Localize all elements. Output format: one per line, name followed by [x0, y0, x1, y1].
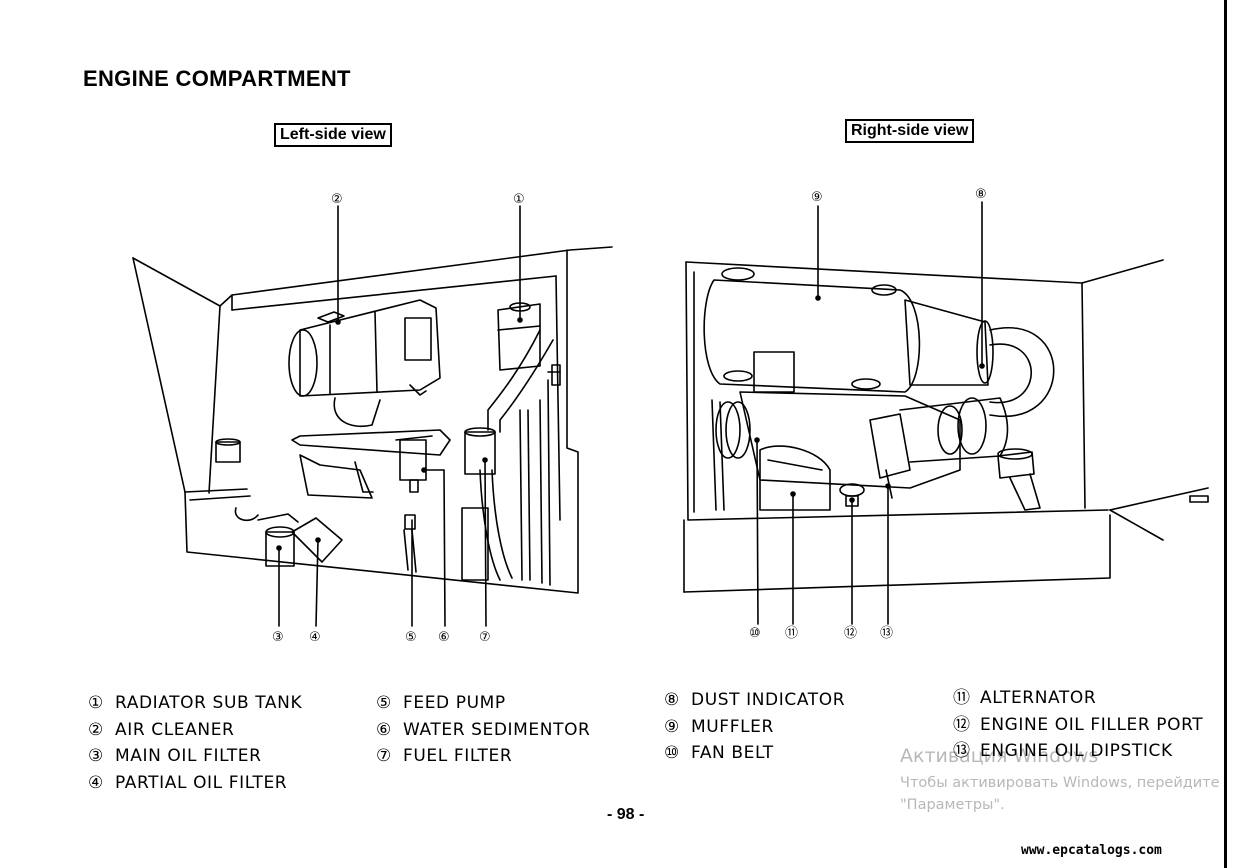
callout-1: ①: [513, 192, 525, 207]
watermark-line: "Параметры".: [900, 797, 1005, 813]
callout-2: ②: [331, 192, 343, 207]
watermark-title: Активация Windows: [900, 745, 1099, 767]
right-side-view-label: Right-side view: [845, 119, 975, 143]
watermark-line: Чтобы активировать Windows, перейдите: [900, 775, 1220, 791]
callout-10: ⑩: [749, 626, 761, 641]
callout-9: ⑨: [811, 190, 823, 205]
callout-12: ⑫: [844, 626, 857, 641]
windows-activation-watermark: Активация Windows Чтобы активировать Win…: [900, 745, 1220, 813]
callout-13: ⑬: [880, 626, 893, 641]
page-title: ENGINE COMPARTMENT: [83, 66, 351, 91]
callout-6: ⑥: [438, 630, 450, 645]
callout-3: ③: [272, 630, 284, 645]
callout-7: ⑦: [479, 630, 491, 645]
callout-5: ⑤: [405, 630, 417, 645]
page-number: - 98 -: [607, 806, 645, 823]
left-side-view-label: Left-side view: [274, 123, 392, 147]
page-edge-bar: [1224, 0, 1227, 868]
site-url[interactable]: www.epcatalogs.com: [1021, 843, 1162, 858]
callout-11: ⑪: [785, 626, 798, 641]
left-side-engine-illustration: [132, 205, 613, 627]
right-side-engine-illustration: [683, 201, 1209, 625]
callout-4: ④: [309, 630, 321, 645]
callout-8: ⑧: [975, 187, 987, 202]
